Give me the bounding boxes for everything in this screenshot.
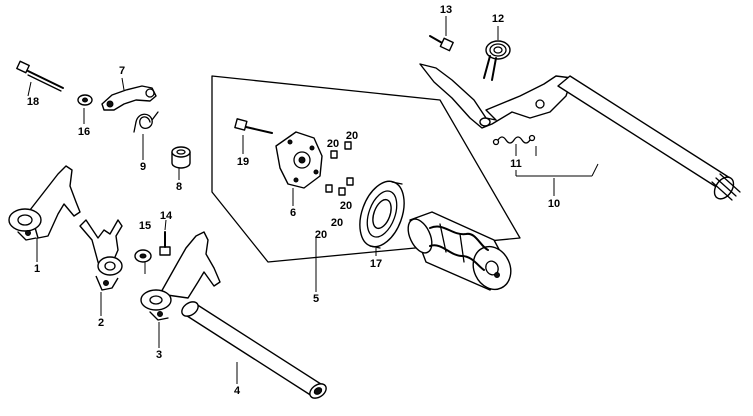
- bolt-18: [16, 60, 64, 92]
- label-19: 19: [237, 156, 249, 168]
- spring-9: [133, 111, 159, 133]
- bolt-13: [429, 35, 454, 52]
- shift-fork-3: [140, 231, 221, 321]
- return-spring-12: [483, 40, 511, 81]
- label-9: 9: [140, 161, 146, 173]
- label-10: 10: [548, 198, 560, 210]
- drum-assembly-outline: [211, 75, 521, 263]
- label-5: 5: [313, 293, 319, 305]
- label-3: 3: [156, 349, 162, 361]
- bolt-19: [234, 118, 273, 134]
- label-16: 16: [78, 126, 90, 138]
- label-20d: 20: [331, 217, 343, 229]
- shift-drum: [407, 211, 512, 291]
- washer-16: [77, 94, 93, 106]
- label-20a: 20: [327, 138, 339, 150]
- collar-8: [171, 146, 191, 169]
- drum-plate-6: [275, 131, 323, 189]
- label-15: 15: [139, 220, 151, 232]
- label-6: 6: [290, 207, 296, 219]
- label-8: 8: [176, 181, 182, 193]
- label-17: 17: [370, 258, 382, 270]
- label-1: 1: [34, 263, 40, 275]
- label-20e: 20: [315, 229, 327, 241]
- label-7: 7: [119, 65, 125, 77]
- spring-11: [492, 134, 536, 146]
- label-18: 18: [27, 96, 39, 108]
- shift-fork-1: [8, 165, 81, 241]
- fork-shaft-4: [181, 301, 327, 399]
- stopper-arm-7: [101, 85, 157, 111]
- label-4: 4: [234, 385, 241, 397]
- label-20b: 20: [346, 130, 358, 142]
- gearshift-spindle-10: [419, 63, 741, 201]
- drum-pins-20: [325, 141, 354, 196]
- label-14: 14: [160, 210, 173, 222]
- label-13: 13: [440, 4, 452, 16]
- shift-fork-2: [79, 219, 123, 291]
- label-2: 2: [98, 317, 104, 329]
- leader-lines: [27, 16, 599, 384]
- label-20c: 20: [340, 200, 352, 212]
- callouts: 1 2 3 4 5 6 7 8 9 10 11 12 13 14 15 16 1…: [27, 4, 560, 397]
- label-11: 11: [510, 158, 522, 170]
- bolt-14: [159, 231, 171, 256]
- guide-pin-15: [134, 249, 152, 263]
- label-12: 12: [492, 13, 504, 25]
- bearing-17: [359, 180, 405, 249]
